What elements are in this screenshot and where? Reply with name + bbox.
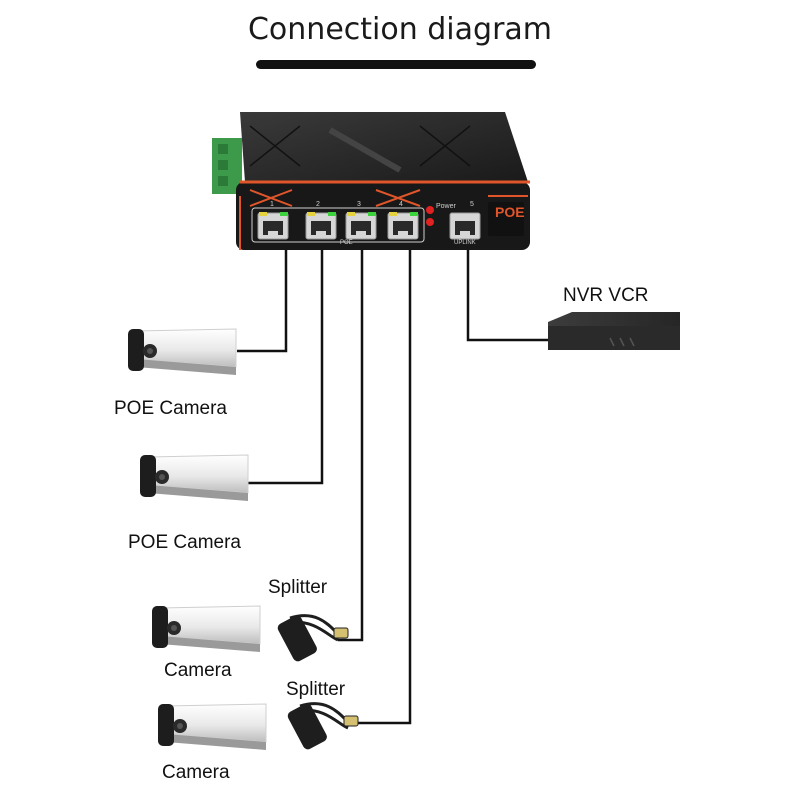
poe-camera-1-label: POE Camera: [114, 398, 227, 419]
title-underline: [256, 60, 536, 69]
camera-3-label: Camera: [164, 660, 232, 681]
terminal-block: [212, 138, 242, 194]
poe-camera-2-label: POE Camera: [128, 532, 241, 553]
cable-lines: [237, 238, 548, 725]
poe-ports-label: POE: [340, 240, 353, 246]
port-number-5: 5: [470, 201, 474, 208]
uplink-label: UPLINK: [454, 240, 476, 246]
cable-port4-splitter2: [352, 238, 412, 725]
cable-port3-splitter1: [338, 238, 364, 642]
port-number-4: 4: [399, 201, 403, 208]
nvr-label: NVR VCR: [563, 285, 649, 306]
splitter-2-label: Splitter: [286, 679, 346, 700]
cable-uplink-nvr: [466, 238, 548, 342]
camera-4-label: Camera: [162, 762, 230, 783]
nvr-device: [548, 312, 680, 350]
poe-badge: POE: [495, 204, 525, 220]
cable-port2-camera2: [248, 238, 324, 485]
poe-camera-1: [127, 328, 237, 376]
poe-camera-2: [139, 454, 249, 502]
splitter-1-label: Splitter: [268, 577, 328, 598]
cable-port1-camera1: [237, 238, 288, 353]
poe-switch: [236, 112, 530, 250]
splitter-1: [274, 612, 350, 665]
port-number-1: 1: [270, 201, 274, 208]
camera-4: [157, 703, 267, 751]
diagram-title: Connection diagram: [247, 12, 553, 47]
splitter-2: [284, 700, 360, 753]
port-number-3: 3: [357, 201, 361, 208]
power-label: Power: [436, 203, 456, 210]
camera-3: [151, 605, 261, 653]
port-number-2: 2: [316, 201, 320, 208]
